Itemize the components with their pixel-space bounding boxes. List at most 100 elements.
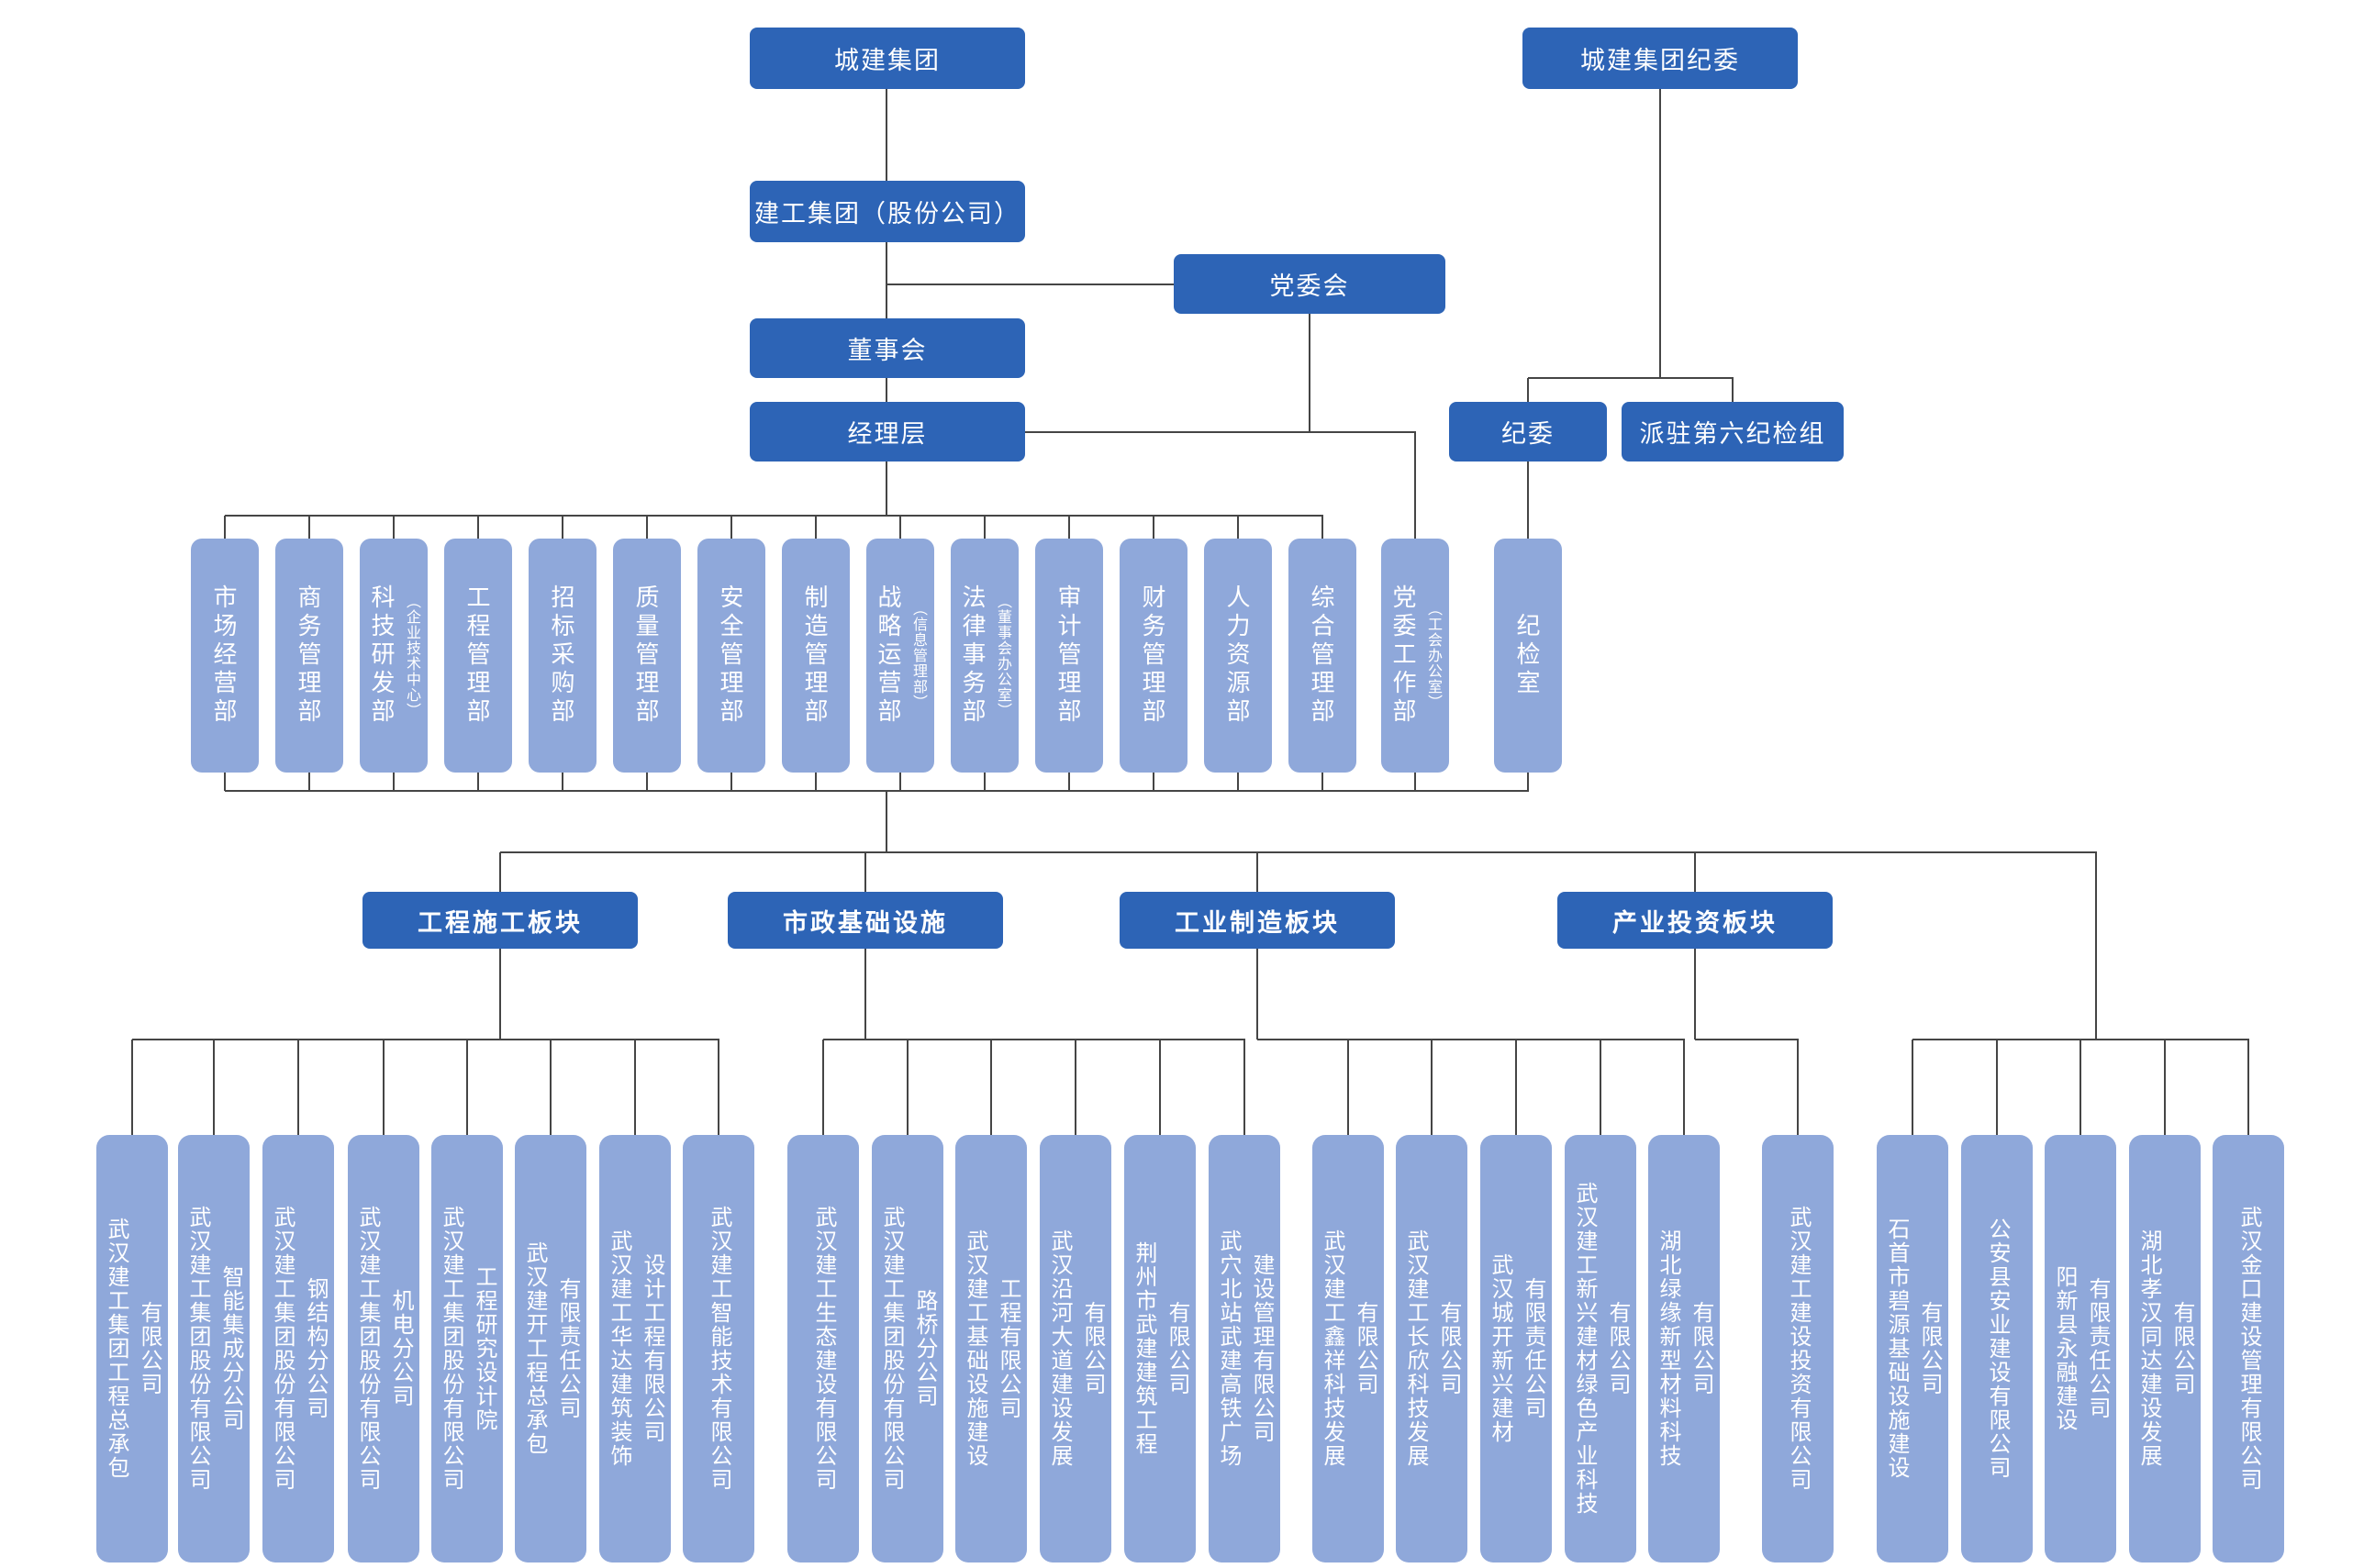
company-label: 武汉建工集团股份有限公司 工程研究设计院 <box>439 1206 496 1492</box>
company-box: 武汉建工生态建设有限公司 <box>787 1135 859 1562</box>
connector <box>886 284 1176 285</box>
node-party-committee-label: 党委会 <box>1269 272 1350 300</box>
connector <box>886 791 887 852</box>
company-label: 阳新县永融建设 有限责任公司 <box>2052 1265 2110 1432</box>
dept-box-discipline-office: 纪检室 <box>1494 539 1562 773</box>
connector <box>1075 1040 1076 1135</box>
connector <box>984 773 986 791</box>
company-label: 武汉建工生态建设有限公司 <box>811 1206 836 1492</box>
company-box: 武汉建工集团股份有限公司 钢结构分公司 <box>262 1135 334 1562</box>
company-label: 湖北绿缘新型材料科技 有限公司 <box>1656 1229 1713 1468</box>
company-box: 武汉建工基础设施建设 工程有限公司 <box>955 1135 1027 1562</box>
company-box: 武汉建开工程总承包 有限责任公司 <box>515 1135 586 1562</box>
company-label: 湖北孝汉同达建设发展 有限公司 <box>2136 1229 2194 1468</box>
company-label: 武汉建开工程总承包 有限责任公司 <box>522 1241 580 1456</box>
company-box: 武汉城开新兴建材 有限责任公司 <box>1480 1135 1552 1562</box>
connector <box>1732 378 1734 402</box>
connector <box>562 773 563 791</box>
node-management-label: 经理层 <box>847 420 928 448</box>
company-box: 荆州市武建建筑工程 有限公司 <box>1124 1135 1196 1562</box>
company-label: 武穴北站武建高铁广场 建设管理有限公司 <box>1216 1229 1274 1468</box>
dept-box-finance-mgmt: 财务管理部 <box>1120 539 1188 773</box>
company-label: 石首市碧源基础设施建设 有限公司 <box>1884 1218 1942 1480</box>
connector <box>1527 773 1529 791</box>
node-discipline-committee: 纪委 <box>1449 402 1607 462</box>
company-label: 武汉建工集团股份有限公司 路桥分公司 <box>879 1206 937 1492</box>
node-sixth-inspection-team: 派驻第六纪检组 <box>1622 402 1844 462</box>
dept-box-party-work: 党委工作部（工会办公室） <box>1381 539 1449 773</box>
company-box: 武汉沿河大道建设发展 有限公司 <box>1040 1135 1111 1562</box>
company-label: 武汉建工集团工程总承包 有限公司 <box>104 1218 162 1480</box>
connector <box>815 773 817 791</box>
connector <box>500 851 2097 853</box>
connector <box>1257 1039 1685 1040</box>
dept-box-quality-mgmt: 质量管理部 <box>613 539 681 773</box>
connector <box>886 462 887 516</box>
company-label: 武汉建工智能技术有限公司 <box>707 1206 731 1492</box>
connector <box>477 773 479 791</box>
company-label: 荆州市武建建筑工程 有限公司 <box>1132 1241 1189 1456</box>
company-label: 武汉建工集团股份有限公司 智能集成分公司 <box>185 1206 243 1492</box>
dept-box-general-mgmt: 综合管理部 <box>1288 539 1356 773</box>
company-label: 武汉建工建设投资有限公司 <box>1786 1206 1811 1492</box>
connector <box>1347 1040 1349 1135</box>
segment-label: 工业制造板块 <box>1175 908 1340 937</box>
connector <box>730 773 732 791</box>
segment-label: 市政基础设施 <box>783 908 948 937</box>
company-box: 武汉建工集团工程总承包 有限公司 <box>96 1135 168 1562</box>
segment-label: 产业投资板块 <box>1612 908 1778 937</box>
company-box: 武汉建工智能技术有限公司 <box>683 1135 754 1562</box>
company-label: 武汉建工基础设施建设 工程有限公司 <box>963 1229 1020 1468</box>
company-box: 武穴北站武建高铁广场 建设管理有限公司 <box>1209 1135 1280 1562</box>
dept-box-tech-rnd: 科技研发部（企业技术中心） <box>360 539 428 773</box>
connector <box>1237 773 1239 791</box>
connector <box>213 1040 215 1135</box>
company-box: 武汉建工集团股份有限公司 机电分公司 <box>348 1135 419 1562</box>
connector <box>1515 1040 1517 1135</box>
connector <box>1068 773 1070 791</box>
connector <box>499 852 501 892</box>
company-label: 武汉建工集团股份有限公司 钢结构分公司 <box>270 1206 328 1492</box>
company-box: 武汉建工建设投资有限公司 <box>1762 1135 1834 1562</box>
connector <box>131 1040 133 1135</box>
node-management-level: 经理层 <box>750 402 1025 462</box>
dept-box-audit-mgmt: 审计管理部 <box>1035 539 1103 773</box>
connector <box>1600 1040 1601 1135</box>
segment-industrial-manufacturing: 工业制造板块 <box>1120 892 1395 949</box>
connector <box>1694 852 1696 892</box>
node-company-label: 建工集团（股份公司） <box>754 200 1020 228</box>
company-label: 武汉建工新兴建材绿色产业科技 有限公司 <box>1572 1182 1630 1516</box>
connector <box>1912 1040 1913 1135</box>
connector <box>1243 1040 1245 1135</box>
company-box: 武汉建工新兴建材绿色产业科技 有限公司 <box>1565 1135 1636 1562</box>
connector <box>1256 852 1258 892</box>
dept-box-market: 市场经营部 <box>191 539 259 773</box>
connector <box>907 1040 909 1135</box>
node-group-discipline-label: 城建集团纪委 <box>1580 47 1740 74</box>
company-label: 武汉建工鑫祥科技发展 有限公司 <box>1320 1229 1377 1468</box>
company-box: 武汉建工华达建筑装饰 设计工程有限公司 <box>599 1135 671 1562</box>
dept-box-engineering-mgmt: 工程管理部 <box>444 539 512 773</box>
node-board-label: 董事会 <box>847 337 928 364</box>
connector <box>393 773 395 791</box>
connector <box>634 1040 636 1135</box>
connector <box>477 516 479 539</box>
dept-box-legal-affairs: 法律事务部（董事会办公室） <box>951 539 1019 773</box>
dept-box-strategy-operations: 战略运营部（信息管理部） <box>866 539 934 773</box>
connector <box>899 773 901 791</box>
connector <box>1527 378 1529 402</box>
company-label: 武汉金口建设管理有限公司 <box>2236 1206 2261 1492</box>
company-label: 武汉建工集团股份有限公司 机电分公司 <box>355 1206 413 1492</box>
connector <box>730 516 732 539</box>
connector <box>1797 1040 1799 1135</box>
connector <box>383 1040 385 1135</box>
connector <box>308 516 310 539</box>
connector <box>1694 949 1696 1040</box>
node-construction-group-company: 建工集团（股份公司） <box>750 181 1025 242</box>
dept-box-human-resources: 人力资源部 <box>1204 539 1272 773</box>
connector <box>1321 516 1323 539</box>
company-label: 武汉城开新兴建材 有限责任公司 <box>1488 1253 1545 1444</box>
company-box: 公安县安业建设有限公司 <box>1961 1135 2033 1562</box>
company-box: 武汉金口建设管理有限公司 <box>2213 1135 2284 1562</box>
